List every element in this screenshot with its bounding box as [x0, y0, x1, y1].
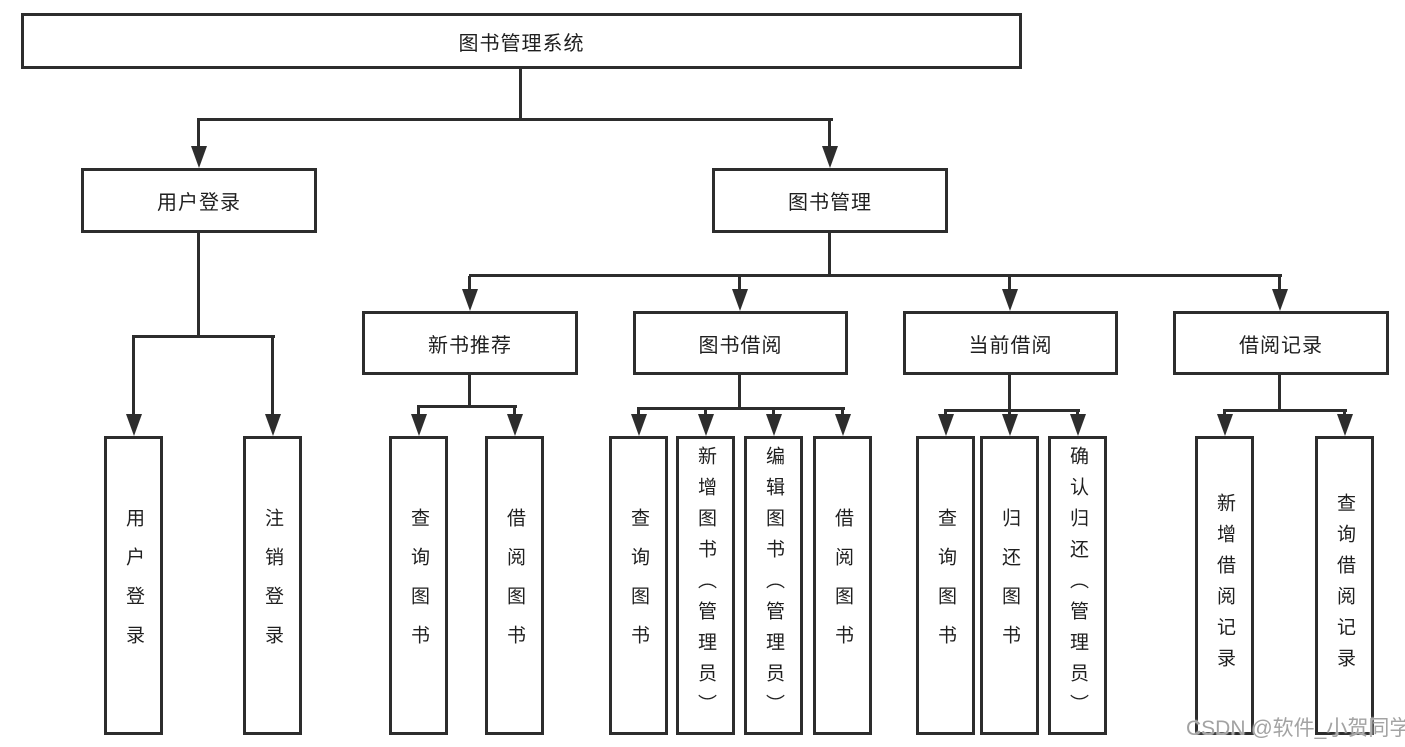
leaf-cb-confirm-return-admin: 确认归还（管理员） — [1048, 436, 1107, 735]
node-new-book-recommend-label: 新书推荐 — [428, 334, 512, 357]
arrow-down-icon — [1337, 414, 1353, 436]
leaf-bb-add-books-admin-label: 新增图书（管理员） — [695, 446, 716, 725]
connector-to-leaf-user-login — [132, 337, 135, 416]
node-book-borrow-label: 图书借阅 — [698, 334, 783, 357]
arrow-down-icon — [126, 414, 142, 436]
arrow-down-icon — [507, 414, 523, 436]
leaf-bb-edit-books-admin: 编辑图书（管理员） — [744, 436, 803, 735]
connector-stub — [417, 407, 420, 416]
connector-book-borrow-branch — [637, 407, 845, 410]
node-current-borrow-label: 当前借阅 — [968, 334, 1053, 357]
connector-stub — [637, 409, 640, 416]
connector-root-drop — [519, 69, 522, 120]
leaf-user-login: 用户登录 — [104, 436, 163, 735]
leaf-br-add-record-label: 新增借阅记录 — [1214, 492, 1235, 679]
connector-to-user-login — [197, 120, 200, 148]
node-root-label: 图书管理系统 — [458, 32, 585, 55]
arrow-down-icon — [411, 414, 427, 436]
leaf-bb-add-books-admin: 新增图书（管理员） — [676, 436, 735, 735]
leaf-nb-borrow-books: 借阅图书 — [485, 436, 544, 735]
node-user-login: 用户登录 — [81, 168, 317, 233]
leaf-logout: 注销登录 — [243, 436, 302, 735]
leaf-nb-query-books-label: 查询图书 — [408, 507, 429, 664]
leaf-nb-borrow-books-label: 借阅图书 — [504, 507, 525, 664]
arrow-down-icon — [1070, 414, 1086, 436]
connector-stub — [1223, 411, 1226, 416]
node-new-book-recommend: 新书推荐 — [362, 311, 578, 375]
connector-new-book-drop — [468, 375, 471, 407]
connector-stub — [513, 407, 516, 416]
leaf-user-login-label: 用户登录 — [123, 507, 144, 664]
leaf-nb-query-books: 查询图书 — [389, 436, 448, 735]
connector-to-borrow-records — [1278, 276, 1281, 291]
arrow-down-icon — [1002, 414, 1018, 436]
connector-book-mgmt-drop — [828, 233, 831, 276]
connector-book-borrow-drop — [738, 375, 741, 409]
connector-borrow-records-drop — [1278, 375, 1281, 411]
connector-stub — [841, 409, 844, 416]
connector-stub — [1076, 411, 1079, 416]
arrow-down-icon — [265, 414, 281, 436]
leaf-bb-borrow-books-label: 借阅图书 — [832, 507, 853, 664]
arrow-down-icon — [1272, 289, 1288, 311]
arrow-down-icon — [631, 414, 647, 436]
connector-to-new-book — [468, 276, 471, 291]
leaf-bb-edit-books-admin-label: 编辑图书（管理员） — [763, 446, 784, 725]
arrow-down-icon — [766, 414, 782, 436]
connector-current-borrow-branch — [944, 409, 1080, 412]
leaf-bb-query-books: 查询图书 — [609, 436, 668, 735]
connector-stub — [772, 409, 775, 416]
leaf-br-add-record: 新增借阅记录 — [1195, 436, 1254, 735]
connector-user-login-branch — [132, 335, 275, 338]
arrow-down-icon — [822, 146, 838, 168]
arrow-down-icon — [1002, 289, 1018, 311]
connector-to-book-borrow — [738, 276, 741, 291]
leaf-bb-borrow-books: 借阅图书 — [813, 436, 872, 735]
leaf-cb-return-books: 归还图书 — [980, 436, 1039, 735]
node-book-management-label: 图书管理 — [788, 192, 872, 214]
connector-user-login-drop — [197, 233, 200, 337]
connector-new-book-branch — [417, 405, 517, 408]
connector-stub — [944, 411, 947, 416]
connector-borrow-records-branch — [1223, 409, 1347, 412]
connector-to-current-borrow — [1008, 276, 1011, 291]
node-borrow-records: 借阅记录 — [1173, 311, 1389, 375]
connector-root-branch — [197, 118, 833, 121]
leaf-cb-confirm-return-admin-label: 确认归还（管理员） — [1067, 446, 1088, 725]
arrow-down-icon — [732, 289, 748, 311]
node-user-login-label: 用户登录 — [157, 192, 241, 214]
node-book-management: 图书管理 — [712, 168, 948, 233]
arrow-down-icon — [462, 289, 478, 311]
arrow-down-icon — [191, 146, 207, 168]
node-book-borrow: 图书借阅 — [633, 311, 848, 375]
arrow-down-icon — [1217, 414, 1233, 436]
leaf-br-query-record: 查询借阅记录 — [1315, 436, 1374, 735]
connector-stub — [704, 409, 707, 416]
leaf-cb-query-books: 查询图书 — [916, 436, 975, 735]
connector-book-mgmt-branch — [469, 274, 1282, 277]
node-borrow-records-label: 借阅记录 — [1239, 334, 1323, 357]
leaf-logout-label: 注销登录 — [262, 507, 283, 664]
connector-to-leaf-logout — [271, 337, 274, 416]
node-root: 图书管理系统 — [21, 13, 1022, 69]
leaf-cb-return-books-label: 归还图书 — [999, 507, 1020, 664]
connector-to-book-management — [828, 120, 831, 148]
connector-stub — [1008, 411, 1011, 416]
arrow-down-icon — [835, 414, 851, 436]
node-current-borrow: 当前借阅 — [903, 311, 1118, 375]
arrow-down-icon — [938, 414, 954, 436]
arrow-down-icon — [698, 414, 714, 436]
leaf-bb-query-books-label: 查询图书 — [628, 507, 649, 664]
leaf-cb-query-books-label: 查询图书 — [935, 507, 956, 664]
connector-stub — [1343, 411, 1346, 416]
connector-current-borrow-drop — [1008, 375, 1011, 411]
csdn-watermark: CSDN @软件_小贺同学 — [1186, 717, 1405, 740]
leaf-br-query-record-label: 查询借阅记录 — [1334, 492, 1355, 679]
